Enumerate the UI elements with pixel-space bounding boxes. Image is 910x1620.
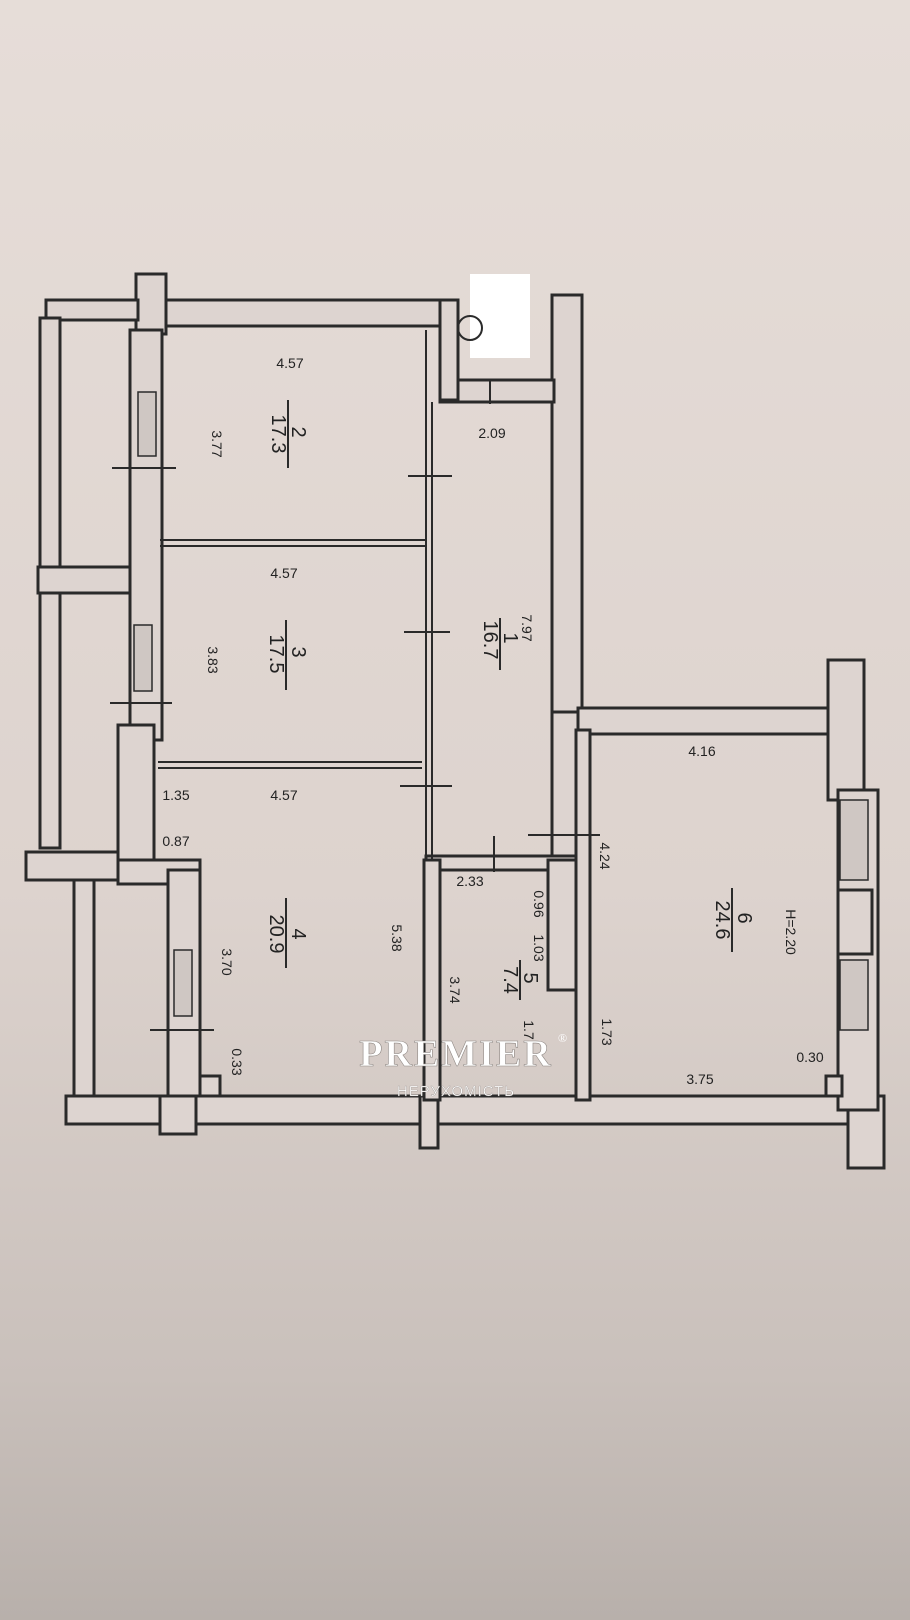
room-2-width: 4.57 [276,355,303,371]
bottom-mid-stub [418,1094,440,1150]
room-1-corridor: 2.09 7.97 1 16.7 [478,425,535,670]
window-room6-pier [836,888,874,956]
room-1-depth: 7.97 [519,614,535,641]
room-2-area: 17.3 [267,415,289,454]
room-3-number: 3 [287,646,309,657]
room6-top-wall [576,706,842,736]
room-2-number: 2 [287,426,309,437]
top-left-column [134,272,168,336]
room-2-depth: 3.77 [209,430,225,457]
room-3-width: 4.57 [270,565,297,581]
room-6-depth: 4.24 [597,842,613,869]
partitions [158,330,600,872]
entry-swing [457,315,483,341]
dim-1-7: 1.7 [521,1020,537,1040]
room-6: 4.16 4.24 6 24.6 [597,743,755,952]
room-3: 4.57 3.83 3 17.5 [205,565,309,690]
watermark-registered: ® [558,1031,567,1045]
dim-0-33: 0.33 [229,1048,245,1075]
bottom-wall [64,1094,882,1126]
balcony-divider [36,565,138,595]
dim-1-73: 1.73 [599,1018,615,1045]
room6-right-column [826,658,866,802]
room-5-width: 2.33 [456,873,483,889]
dim-0-96: 0.96 [531,890,547,917]
left-wall-lower [116,723,156,882]
room-5-bathroom: 2.33 3.74 5 7.4 [447,873,541,1004]
room-4: 4.57 4 20.9 5.38 [265,787,405,968]
dimension-labels: 1.35 0.87 3.70 0.33 0.96 1.03 1.7 1.73 3… [162,787,823,1087]
window-room4 [173,949,193,1017]
room-1-width: 2.09 [478,425,505,441]
window-room6-upper [839,799,869,881]
room-2: 4.57 3.77 2 17.3 [209,355,309,468]
room6-left-wall [574,728,592,1102]
corridor-top-left-post [438,298,460,402]
room-4-number: 4 [287,928,309,939]
dim-3-70: 3.70 [219,948,235,975]
room-1-number: 1 [499,632,521,643]
windows [110,391,874,1031]
corridor-right-wall-lower [550,710,580,864]
room-6-number: 6 [733,912,755,923]
redaction-block [470,274,530,358]
bathroom-right-step [546,858,578,992]
balcony-bottom-rail [24,850,128,882]
room-4-area: 20.9 [265,915,287,954]
balcony-top-rail [44,298,140,322]
dim-0-30: 0.30 [796,1049,823,1065]
room-3-area: 17.5 [265,635,287,674]
lower-balcony-left [72,878,96,1102]
room-5-number: 5 [519,972,541,983]
dim-1-35: 1.35 [162,787,189,803]
room-4-depth: 5.38 [389,924,405,951]
room-6-area: 24.6 [711,901,733,940]
dim-0-87: 0.87 [162,833,189,849]
top-wall [158,298,459,328]
ceiling-height-label: H=2.20 [783,909,799,955]
window-room3 [133,624,153,692]
room-5-depth: 3.74 [447,976,463,1003]
dim-1-03: 1.03 [531,934,547,961]
corridor-right-wall [550,293,584,717]
column-room6 [824,1074,844,1098]
dim-3-75: 3.75 [686,1071,713,1087]
window-room6-lower [839,959,869,1031]
room-1-area: 16.7 [479,621,501,660]
room-5-area: 7.4 [499,966,521,994]
watermark-subtitle: НЕРУХОМІСТЬ [397,1083,515,1100]
window-room2 [137,391,157,457]
room-3-depth: 3.83 [205,646,221,673]
room-6-width: 4.16 [688,743,715,759]
bottom-left-stub [158,1094,198,1136]
watermark-logo: PREMIER ® НЕРУХОМІСТЬ [359,1031,567,1100]
column-room4 [198,1074,222,1098]
watermark-brand: PREMIER [359,1033,552,1075]
room-4-width: 4.57 [270,787,297,803]
